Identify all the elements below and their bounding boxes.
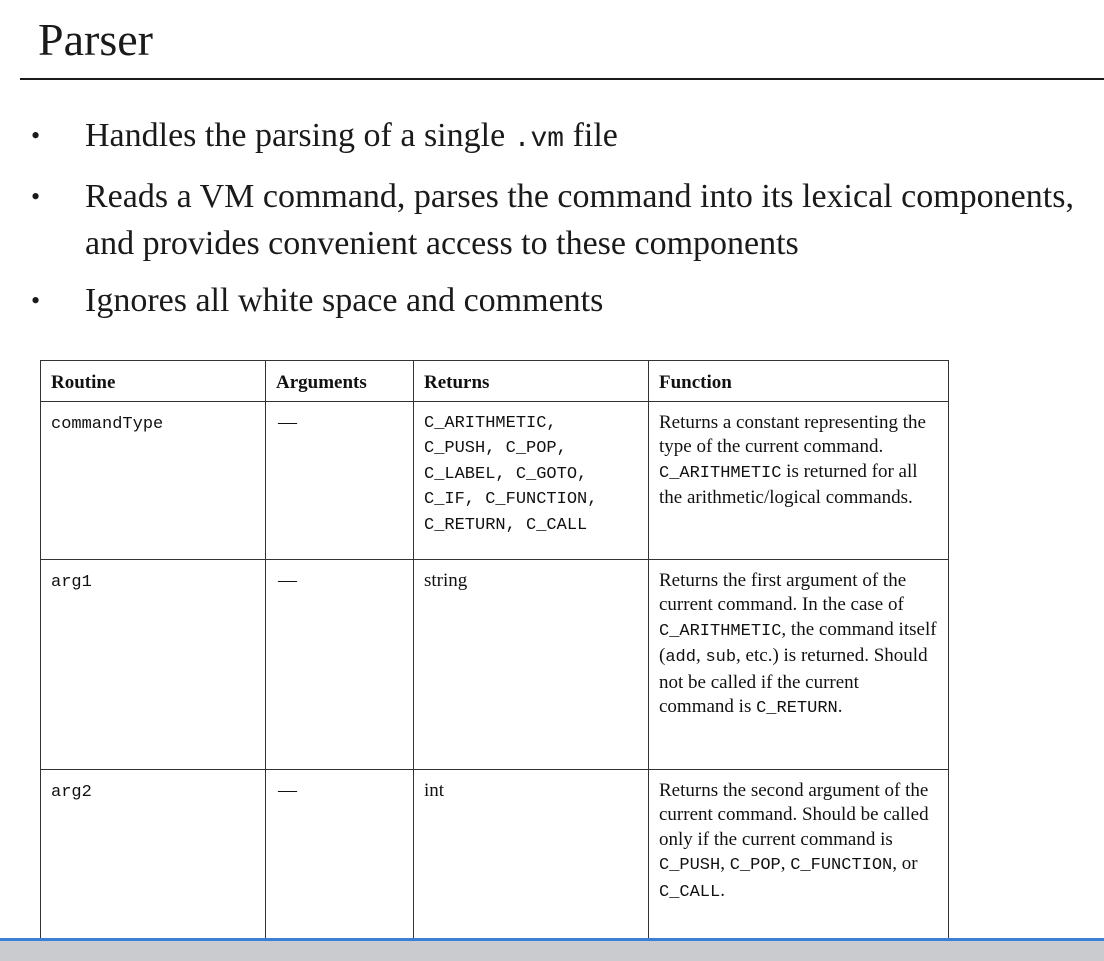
- file-extension-code: .vm: [513, 124, 565, 155]
- bullet-text: Ignores all white space and comments: [85, 282, 604, 319]
- returns-value: string: [424, 569, 468, 591]
- function-code: C_FUNCTION: [790, 856, 893, 875]
- function-code: C_ARITHMETIC: [659, 621, 782, 641]
- returns-value: C_RETURN, C_CALL: [424, 515, 588, 535]
- bullet-text: file: [564, 117, 618, 154]
- function-cell: Returns the first argument of the curren…: [648, 558, 949, 770]
- arguments-cell: —: [265, 768, 414, 956]
- returns-value: C_IF, C_FUNCTION,: [424, 490, 598, 509]
- function-text: is returned for all the arithmetic/logic…: [659, 460, 918, 509]
- bullet-dot-icon: •: [31, 121, 41, 150]
- function-cell: Returns a constant representing the type…: [648, 400, 949, 560]
- function-code: sub: [705, 648, 737, 667]
- arguments-cell: —: [265, 558, 414, 770]
- bottom-strip: [0, 941, 1104, 961]
- returns-value: C_ARITHMETIC,: [424, 413, 557, 433]
- header-routine: Routine: [40, 360, 266, 402]
- returns-value: C_LABEL, C_GOTO,: [424, 464, 588, 484]
- bullet-text: Handles the parsing of a single: [85, 117, 514, 154]
- routine-name: commandType: [51, 414, 164, 434]
- returns-cell: int: [413, 768, 649, 956]
- function-text: ,: [780, 853, 791, 874]
- title-divider: [20, 78, 1104, 80]
- arguments-cell: —: [265, 400, 414, 560]
- bottom-accent-bar: [0, 938, 1104, 941]
- returns-cell: C_ARITHMETIC, C_PUSH, C_POP, C_LABEL, C_…: [413, 400, 649, 560]
- function-code: C_PUSH: [659, 856, 721, 875]
- function-text: .: [837, 696, 843, 717]
- table-header-row: Routine Arguments Returns Function: [40, 360, 949, 402]
- bullet-dot-icon: •: [31, 286, 41, 315]
- function-text: , the command itself (: [659, 618, 937, 667]
- returns-value: C_PUSH, C_POP,: [424, 439, 567, 458]
- table-row: arg1 — string Returns the first argument…: [40, 558, 949, 770]
- bullet-dot-icon: •: [31, 182, 41, 211]
- routine-name: arg1: [51, 572, 92, 592]
- function-text: Returns the second argument of the curre…: [659, 779, 929, 850]
- arguments-value: —: [278, 411, 297, 433]
- routine-cell: commandType: [40, 400, 266, 560]
- table-row: commandType — C_ARITHMETIC, C_PUSH, C_PO…: [40, 400, 949, 560]
- returns-value: int: [424, 779, 445, 801]
- arguments-value: —: [278, 779, 297, 801]
- function-text: Returns the first argument of the curren…: [659, 569, 907, 616]
- routine-cell: arg1: [40, 558, 266, 770]
- function-text: ,: [695, 645, 706, 666]
- bullet-item: • Ignores all white space and comments: [0, 277, 1104, 324]
- routine-cell: arg2: [40, 768, 266, 956]
- function-text: Returns a constant representing the type…: [659, 411, 926, 458]
- bullet-text: Reads a VM command, parses the command i…: [85, 178, 1074, 262]
- arguments-value: —: [278, 569, 297, 591]
- header-arguments: Arguments: [265, 360, 414, 402]
- function-text: , etc.) is returned. Should not be calle…: [659, 645, 928, 717]
- function-text: ,: [720, 853, 730, 874]
- header-function: Function: [648, 360, 949, 402]
- function-text: , or: [892, 853, 918, 874]
- function-code: C_RETURN: [756, 699, 838, 718]
- header-returns: Returns: [413, 360, 649, 402]
- bullet-list: • Handles the parsing of a single .vm fi…: [0, 112, 1104, 334]
- function-code: C_CALL: [659, 882, 721, 902]
- slide-title: Parser: [38, 14, 153, 65]
- routines-table: Routine Arguments Returns Function comma…: [40, 360, 949, 956]
- routine-name: arg2: [51, 782, 92, 802]
- table-row: arg2 — int Returns the second argument o…: [40, 768, 949, 956]
- returns-cell: string: [413, 558, 649, 770]
- bullet-item: • Reads a VM command, parses the command…: [0, 173, 1104, 267]
- function-code: C_ARITHMETIC: [659, 463, 782, 483]
- function-text: .: [720, 879, 725, 901]
- function-code: C_POP: [729, 856, 781, 875]
- function-cell: Returns the second argument of the curre…: [648, 768, 949, 956]
- function-code: add: [665, 648, 696, 667]
- bullet-item: • Handles the parsing of a single .vm fi…: [0, 112, 1104, 163]
